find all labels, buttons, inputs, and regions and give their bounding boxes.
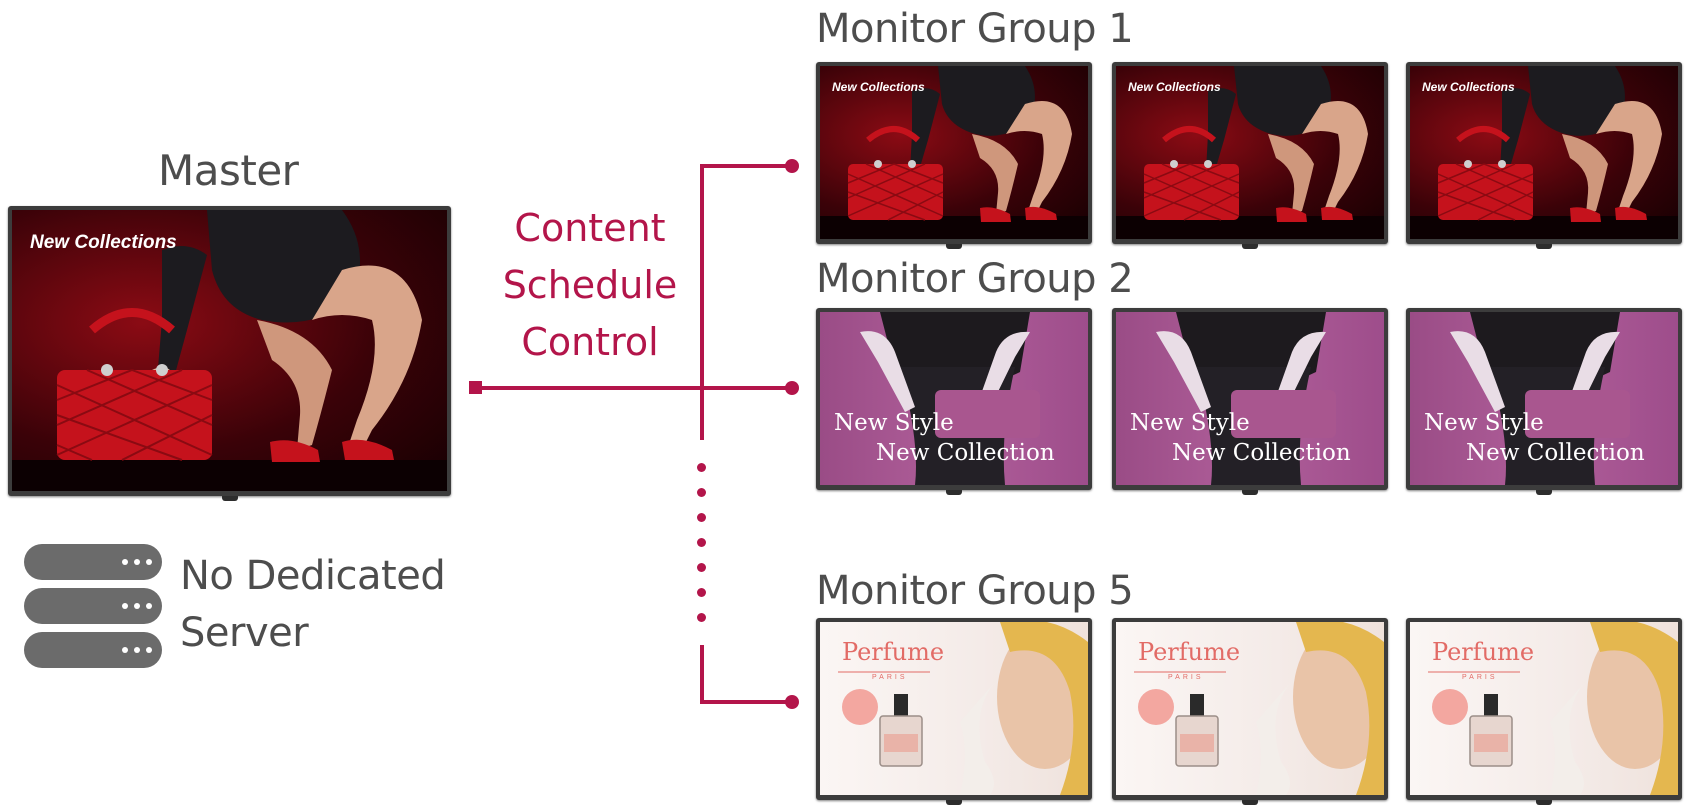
group1-monitor: New Collections bbox=[1112, 62, 1388, 249]
group5-screen-image bbox=[1428, 622, 1678, 795]
monitor-stand bbox=[1536, 490, 1552, 495]
group5-screen-subtext: PARIS bbox=[1462, 674, 1498, 681]
monitor-stand bbox=[1242, 800, 1258, 805]
server-label-line2: Server bbox=[180, 610, 309, 656]
group1-screen-text: New Collections bbox=[832, 80, 925, 94]
master-stand bbox=[221, 496, 238, 501]
group2-screen-image bbox=[860, 312, 1040, 485]
connection-label-line1: Content bbox=[514, 206, 666, 250]
group2-screen-text-line1: New Style bbox=[1424, 410, 1544, 436]
group1-monitor: New Collections bbox=[816, 62, 1092, 249]
group2-screen-text-line1: New Style bbox=[1130, 410, 1250, 436]
group5-label: Monitor Group 5 bbox=[816, 568, 1134, 614]
group1-label: Monitor Group 1 bbox=[816, 6, 1134, 52]
monitor-stand bbox=[946, 244, 962, 249]
group2-screen-image bbox=[1156, 312, 1336, 485]
group2-screen-text-line2: New Collection bbox=[1172, 440, 1351, 466]
master-screen: New Collections bbox=[12, 210, 447, 491]
group1-screen-image bbox=[1116, 66, 1384, 239]
group1-screen-image bbox=[820, 66, 1088, 239]
monitor-stand bbox=[946, 490, 962, 495]
connection-label-line3: Control bbox=[521, 320, 659, 364]
group1-screen-text: New Collections bbox=[1422, 80, 1515, 94]
master-fashion-image bbox=[12, 210, 447, 491]
group5-screen-text: Perfume bbox=[1138, 638, 1241, 666]
group1-screen-image bbox=[1410, 66, 1678, 239]
group1-screen: New Collections bbox=[1410, 66, 1678, 239]
monitor-stand bbox=[1536, 800, 1552, 805]
group2-label: Monitor Group 2 bbox=[816, 256, 1134, 302]
monitor-stand bbox=[1536, 244, 1552, 249]
group1-screen: New Collections bbox=[1116, 66, 1384, 239]
group1-screen-text: New Collections bbox=[1128, 80, 1221, 94]
monitor-stand bbox=[1242, 490, 1258, 495]
group5-screen-image bbox=[838, 622, 1088, 795]
monitor-stand bbox=[1242, 244, 1258, 249]
group2-screen-text-line2: New Collection bbox=[876, 440, 1055, 466]
group2-screen-image bbox=[1450, 312, 1630, 485]
master-monitor: New Collections bbox=[8, 206, 451, 501]
master-screen-text: New Collections bbox=[30, 232, 177, 253]
monitor-stand bbox=[946, 800, 962, 805]
group5-screen-subtext: PARIS bbox=[872, 674, 908, 681]
connection-label: Content Schedule Control bbox=[480, 200, 700, 371]
group2-screen-text-line2: New Collection bbox=[1466, 440, 1645, 466]
group1-monitor: New Collections bbox=[1406, 62, 1682, 249]
group2-screen-text-line1: New Style bbox=[834, 410, 954, 436]
group5-screen-image bbox=[1134, 622, 1384, 795]
master-label: Master bbox=[158, 146, 299, 195]
server-label-line1: No Dedicated bbox=[180, 553, 446, 599]
group1-screen: New Collections bbox=[820, 66, 1088, 239]
connection-label-line2: Schedule bbox=[502, 263, 678, 307]
group5-screen-text: Perfume bbox=[842, 638, 945, 666]
group5-screen-text: Perfume bbox=[1432, 638, 1535, 666]
group5-screen-subtext: PARIS bbox=[1168, 674, 1204, 681]
